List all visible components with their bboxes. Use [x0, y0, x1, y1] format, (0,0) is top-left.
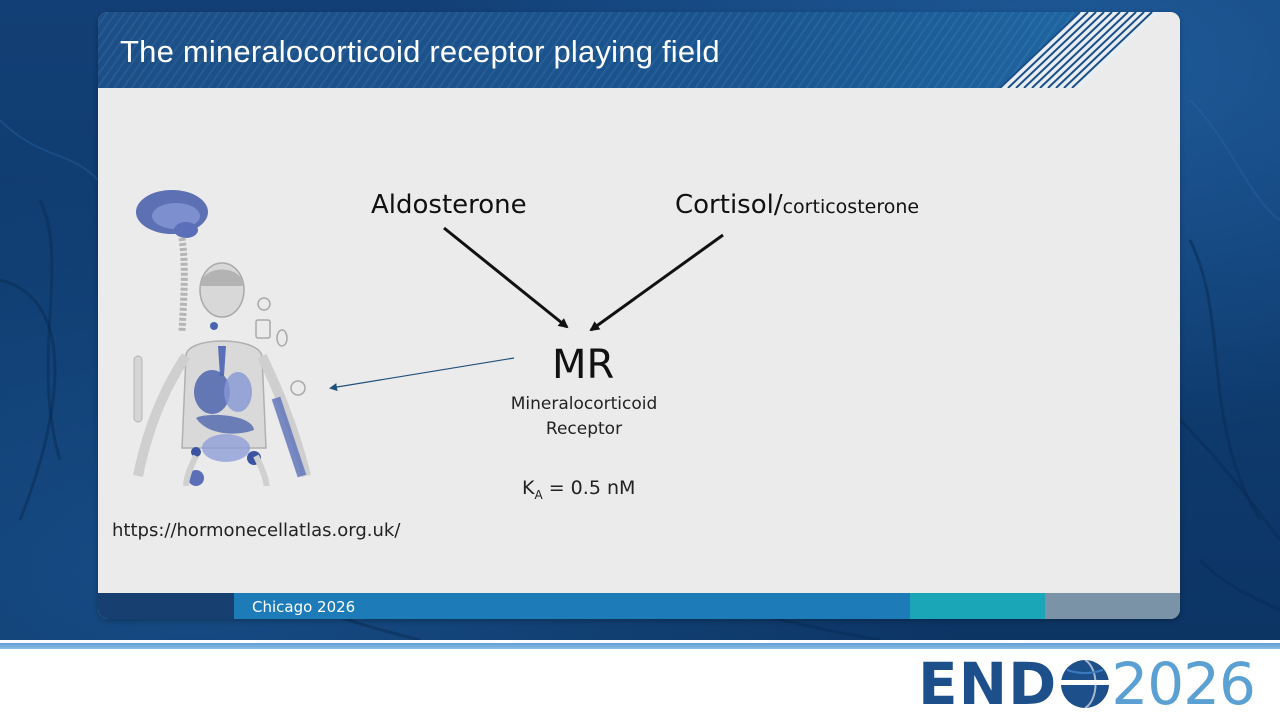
- footer-segment-teal: [910, 593, 1045, 619]
- mr-full-name-line2: Receptor: [545, 419, 623, 439]
- human-body-atlas-illustration: [133, 190, 311, 486]
- ka-value: KA = 0.5 nM: [522, 477, 635, 502]
- title-bar: [98, 12, 1180, 88]
- ka-symbol: K: [522, 477, 535, 499]
- footer-band: Chicago 2026: [98, 593, 1180, 619]
- mr-full-name: Mineralocorticoid Receptor: [498, 392, 670, 442]
- footer-location: Chicago 2026: [252, 598, 356, 616]
- logo-text-year: 2026: [1111, 650, 1256, 718]
- ka-number: = 0.5 nM: [542, 477, 636, 499]
- aldosterone-label: Aldosterone: [371, 190, 527, 220]
- slide-title: The mineralocorticoid receptor playing f…: [120, 34, 720, 69]
- bottom-accent-line: [0, 643, 1280, 649]
- footer-segment-gray: [1045, 593, 1180, 619]
- cortisol-label: Cortisol/corticosterone: [675, 190, 919, 220]
- endo-logo: END 2026: [918, 650, 1256, 718]
- footer-segment-blue: Chicago 2026: [234, 593, 910, 619]
- title-decorative-stripes: [999, 12, 1180, 88]
- arrow-aldosterone-to-mr: [443, 226, 569, 329]
- arrows-diagram: [329, 226, 724, 391]
- arrow-mr-to-body: [329, 357, 515, 391]
- corticosterone-text: corticosterone: [782, 196, 920, 218]
- arrow-cortisol-to-mr: [589, 233, 724, 332]
- slide-panel: The mineralocorticoid receptor playing f…: [98, 12, 1180, 619]
- background-nerve-texture: [0, 99, 1280, 640]
- hormone-cell-atlas-link[interactable]: https://hormonecellatlas.org.uk/: [112, 520, 401, 541]
- logo-text-end: END: [918, 650, 1058, 718]
- cortisol-main-text: Cortisol/: [675, 190, 783, 220]
- mr-label: MR: [552, 342, 615, 388]
- mr-full-name-line1: Mineralocorticoid: [510, 394, 658, 414]
- footer-segment-dark: [98, 593, 234, 619]
- ka-subscript: A: [534, 487, 543, 502]
- globe-icon: [1061, 659, 1110, 709]
